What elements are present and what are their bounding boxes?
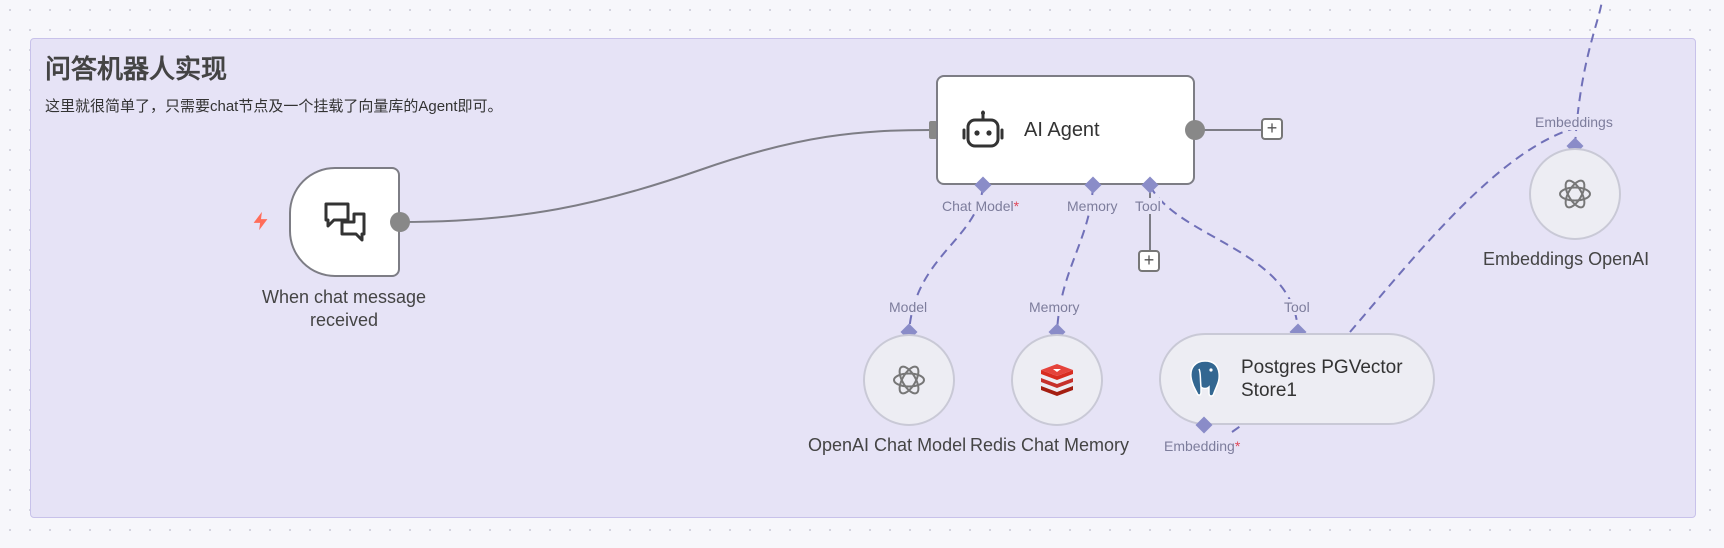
pgvector-title-line2: Store1 — [1241, 380, 1297, 401]
model-input-label: Model — [888, 299, 929, 315]
trigger-label: When chat message received — [244, 286, 444, 332]
sticky-title: 问答机器人实现 — [45, 54, 228, 84]
redis-chat-memory-node[interactable] — [1011, 334, 1103, 426]
openai-icon — [893, 365, 925, 395]
main-connection — [399, 129, 931, 223]
ai-agent-node[interactable]: AI Agent — [936, 75, 1195, 185]
tool-input-label: Tool — [1283, 299, 1311, 315]
tool-add-button[interactable]: + — [1138, 250, 1160, 272]
sticky-body: 这里就很简单了，只需要chat节点及一个挂载了向量库的Agent即可。 — [45, 98, 503, 115]
embeddings-top-link — [1574, 0, 1603, 147]
pgvector-title: Postgres PGVector Store1 — [1241, 356, 1421, 402]
chat-model-required-mark: * — [1013, 198, 1020, 214]
embeddings-openai-node[interactable] — [1529, 148, 1621, 240]
memory-input-label: Memory — [1028, 299, 1081, 315]
redis-chat-memory-label: Redis Chat Memory — [970, 435, 1130, 455]
memory-connector-label: Memory — [1066, 198, 1119, 214]
openai-chat-model-node[interactable] — [863, 334, 955, 426]
redis-icon — [1041, 364, 1073, 396]
openai-chat-model-label: OpenAI Chat Model — [808, 435, 967, 455]
embedding-required-mark: * — [1234, 438, 1241, 454]
chat-model-connector-label: Chat Model* — [941, 198, 1021, 214]
tool-link — [1149, 185, 1299, 333]
embeddings-link — [1349, 127, 1576, 333]
postgres-pgvector-store-node[interactable]: Postgres PGVector Store1 — [1159, 333, 1435, 425]
embeddings-openai-label: Embeddings OpenAI — [1483, 249, 1650, 269]
agent-output-port[interactable] — [1185, 120, 1205, 140]
chat-bubbles-icon — [324, 202, 365, 242]
agent-input-port[interactable] — [929, 121, 937, 139]
trigger-label-line2: received — [309, 310, 379, 330]
embeddings-input-label: Embeddings — [1534, 114, 1614, 130]
trigger-label-line1: When chat message — [261, 287, 427, 307]
embedding-text: Embedding — [1164, 438, 1235, 454]
sticky-note[interactable]: 问答机器人实现 这里就很简单了，只需要chat节点及一个挂载了向量库的Agent… — [30, 38, 1696, 518]
chat-trigger-node[interactable] — [289, 167, 400, 277]
agent-add-output-button[interactable]: + — [1261, 118, 1283, 140]
pgvector-title-line1: Postgres PGVector — [1241, 357, 1403, 378]
trigger-bolt-icon — [253, 211, 268, 231]
postgres-elephant-icon — [1190, 360, 1220, 397]
chat-model-text: Chat Model — [942, 198, 1014, 214]
openai-icon — [1559, 179, 1591, 209]
trigger-output-port[interactable] — [390, 212, 410, 232]
agent-title: AI Agent — [1024, 118, 1100, 141]
embedding-connector-label: Embedding* — [1163, 438, 1242, 454]
robot-icon — [962, 110, 1004, 148]
tool-connector-label: Tool — [1134, 198, 1162, 214]
